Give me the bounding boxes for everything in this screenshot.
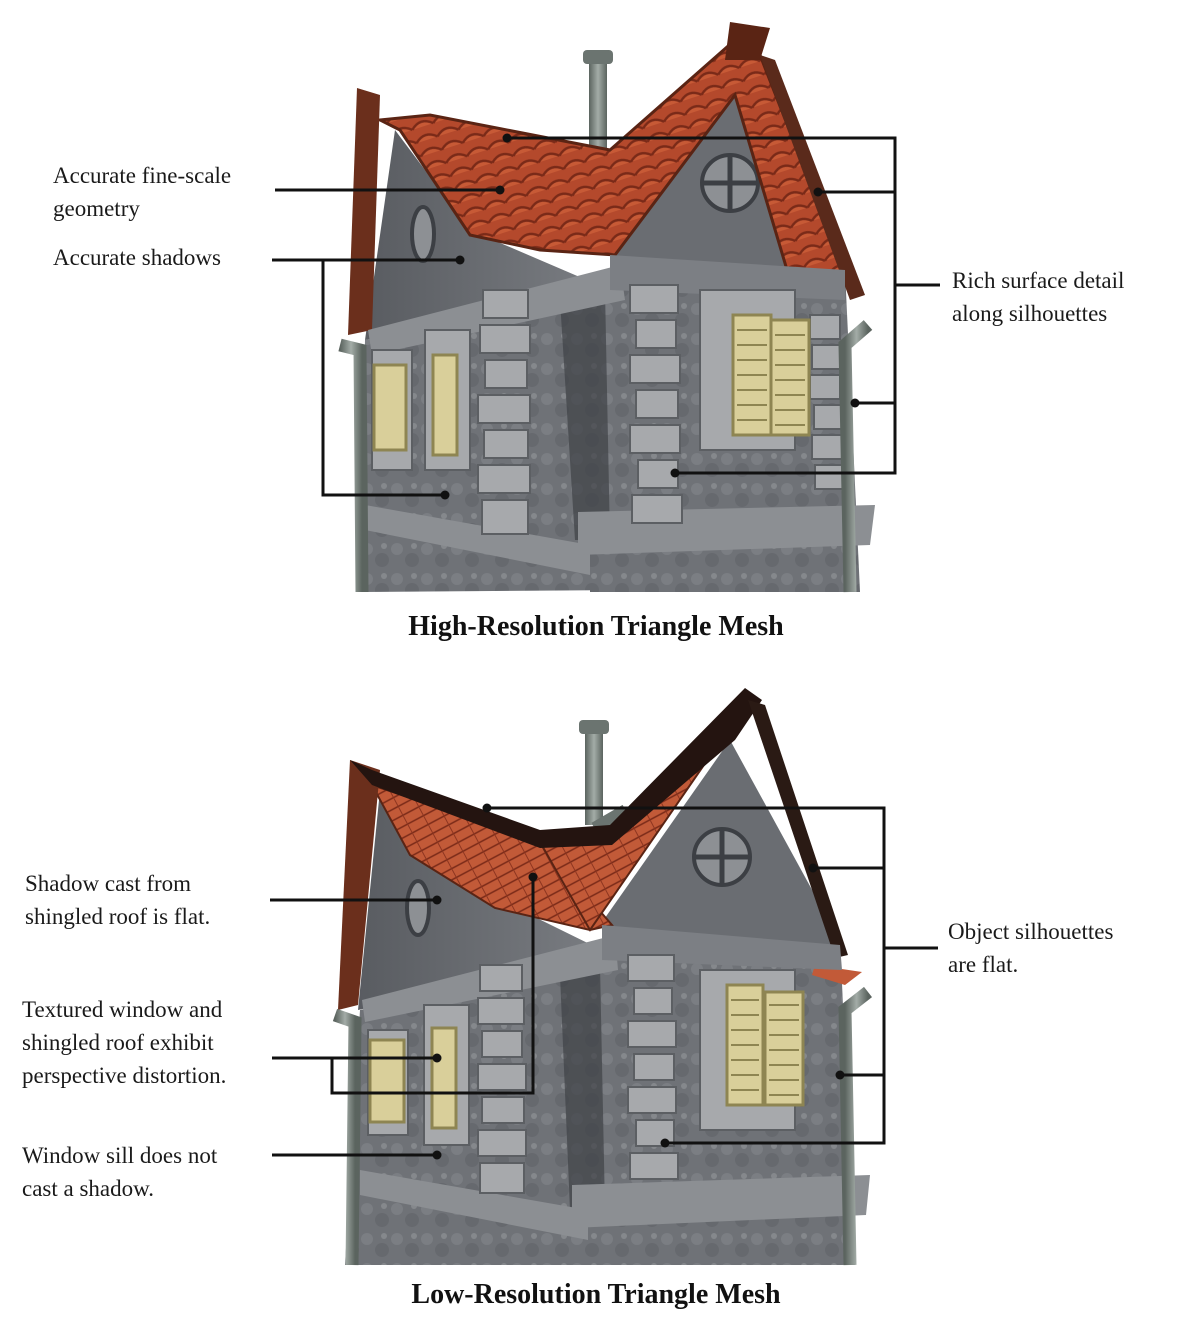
right-downpipe bbox=[845, 992, 868, 1265]
chimney-pipe bbox=[585, 730, 603, 825]
label-accurate-shadows: Accurate shadows bbox=[53, 245, 221, 270]
left-attic-window bbox=[407, 881, 429, 935]
low-resolution-house-render bbox=[335, 688, 870, 1265]
label-flat-roof-shadow: Shadow cast from shingled roof is flat. bbox=[25, 871, 210, 929]
high-resolution-house-render bbox=[340, 22, 875, 592]
round-attic-window bbox=[702, 155, 758, 211]
label-flat-silhouettes: Object silhouettes are flat. bbox=[948, 919, 1119, 977]
left-attic-window bbox=[412, 207, 434, 261]
chimney-pipe bbox=[589, 60, 607, 155]
roof-ridge-cap bbox=[725, 22, 770, 60]
label-rich-surface-detail: Rich surface detail along silhouettes bbox=[952, 268, 1130, 326]
left-downpipe bbox=[340, 345, 362, 592]
left-downpipe bbox=[335, 1015, 355, 1265]
label-window-sill: Window sill does not cast a shadow. bbox=[22, 1143, 223, 1201]
label-perspective-distortion: Textured window and shingled roof exhibi… bbox=[22, 997, 228, 1088]
round-attic-window bbox=[694, 829, 750, 885]
label-fine-scale-geometry: Accurate fine-scale geometry bbox=[53, 163, 237, 221]
caption-low-resolution: Low-Resolution Triangle Mesh bbox=[411, 1279, 781, 1310]
caption-high-resolution: High-Resolution Triangle Mesh bbox=[408, 611, 784, 642]
